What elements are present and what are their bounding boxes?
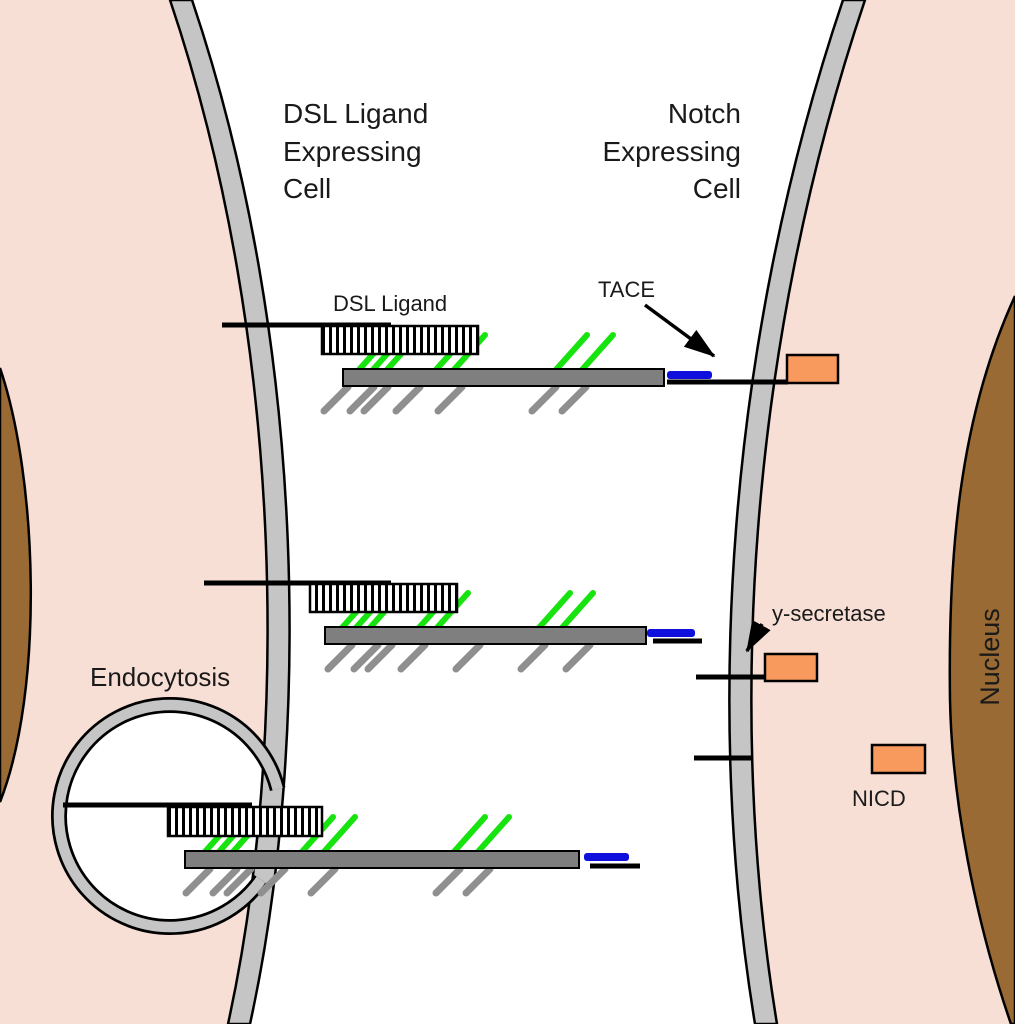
notch-receptor-bar-3 [184,850,580,869]
dsl-ligand-box-2 [308,582,459,614]
nicd-label: NICD [852,786,906,811]
dsl-ligand-label: DSL Ligand [333,291,447,316]
receptor-tick-icon [392,383,424,415]
receptor-tick-icon [452,641,484,673]
nicd-box-releasing [763,652,819,683]
receptor-tick-icon [462,865,494,897]
receptor-tick-icon [562,641,594,673]
receptor-tick-icon [364,641,396,673]
left-cell-title-line3: Cell [283,173,331,204]
egf-repeat-icon [577,332,616,375]
nucleus-label: Nucleus [975,608,1005,706]
left-cell-title-line2: Expressing [283,136,422,167]
receptor-tick-icon [432,865,464,897]
notch-cell-nucleus [948,295,1015,1024]
notch-expressing-cell-body [729,0,1015,1024]
nicd-box-membrane [785,353,840,385]
receptor-tick-icon [223,865,255,897]
receptor-tick-icon [434,383,466,415]
right-cell-title-line2: Expressing [602,136,741,167]
s2-cleavage-site-1 [667,371,712,379]
receptor-tick-icon [360,383,392,415]
dsl-ligand-box-1 [320,324,480,356]
vesicle-membrane-ring [53,699,283,933]
gamma-secretase-label: y-secretase [772,601,886,626]
egf-repeat-icon [557,590,596,633]
egf-repeat-icon [551,332,590,375]
tace-label: TACE [598,277,655,302]
right-cell-title-line3: Cell [693,173,741,204]
s2-cleavage-site-2 [647,629,695,637]
egf-repeat-icon [449,814,488,857]
egf-repeat-icon [473,814,512,857]
notch-receptor-bar-1 [342,368,665,387]
notch-receptor-bar-2 [324,626,647,645]
receptor-tick-icon [350,641,382,673]
tace-arrow-icon [643,303,716,358]
receptor-tick-icon [528,383,560,415]
left-cell-nucleus [0,367,32,803]
egf-repeat-icon [319,814,358,857]
right-cell-title-line1: Notch [668,98,741,129]
endocytosis-label: Endocytosis [90,662,230,692]
receptor-tick-icon [558,383,590,415]
receptor-tick-icon [517,641,549,673]
egf-repeat-icon [534,590,573,633]
receptor-tick-icon [307,865,339,897]
right-cell-membrane [728,0,867,1024]
receptor-tick-icon [320,383,352,415]
receptor-tick-icon [257,865,289,897]
dsl-ligand-box-3 [166,805,324,838]
receptor-tick-icon [324,641,356,673]
nicd-box-free [870,743,927,775]
receptor-tick-icon [346,383,378,415]
gamma-secretase-arrow-icon [745,619,771,653]
receptor-tick-icon [182,865,214,897]
left-cell-title-line1: DSL Ligand [283,98,428,129]
receptor-tick-icon [397,641,429,673]
receptor-tick-icon [209,865,241,897]
s2-cleavage-site-3 [584,853,629,861]
